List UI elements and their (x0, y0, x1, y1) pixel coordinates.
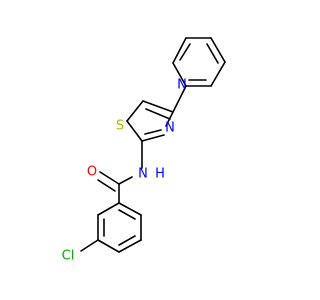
bond (126, 120, 143, 142)
atom-labels: O H N S N N Cl (62, 78, 187, 264)
atom-label-hydrogen: H (155, 167, 165, 182)
bond (97, 239, 120, 253)
bond (126, 100, 144, 122)
bond (118, 239, 142, 253)
atom-label-amide-nitrogen: N (138, 167, 148, 182)
bond (172, 85, 187, 113)
bond (118, 235, 136, 246)
atom-label-pyridine-nitrogen: N (177, 78, 187, 93)
bond (97, 179, 116, 192)
molecule-diagram: O H N S N N Cl (62, 37, 226, 264)
bond (80, 239, 99, 252)
bond (142, 100, 174, 113)
atom-label-chlorine: Cl (62, 249, 75, 264)
bond (145, 108, 171, 120)
atom-label-thiazole-nitrogen: N (165, 121, 175, 136)
bonds (80, 37, 226, 253)
bond (179, 43, 191, 61)
atom-label-sulfur: S (116, 119, 124, 134)
bond (118, 202, 142, 216)
bond (99, 171, 120, 185)
bond (210, 37, 226, 63)
bond (118, 176, 133, 185)
bond (172, 37, 187, 64)
bond (206, 43, 219, 64)
atom-label-oxygen: O (87, 165, 97, 180)
bond (97, 202, 120, 216)
bond (165, 111, 174, 127)
bond (172, 62, 187, 87)
bond (144, 129, 162, 135)
bond (141, 134, 165, 142)
bond (118, 209, 136, 220)
bond (210, 61, 226, 87)
